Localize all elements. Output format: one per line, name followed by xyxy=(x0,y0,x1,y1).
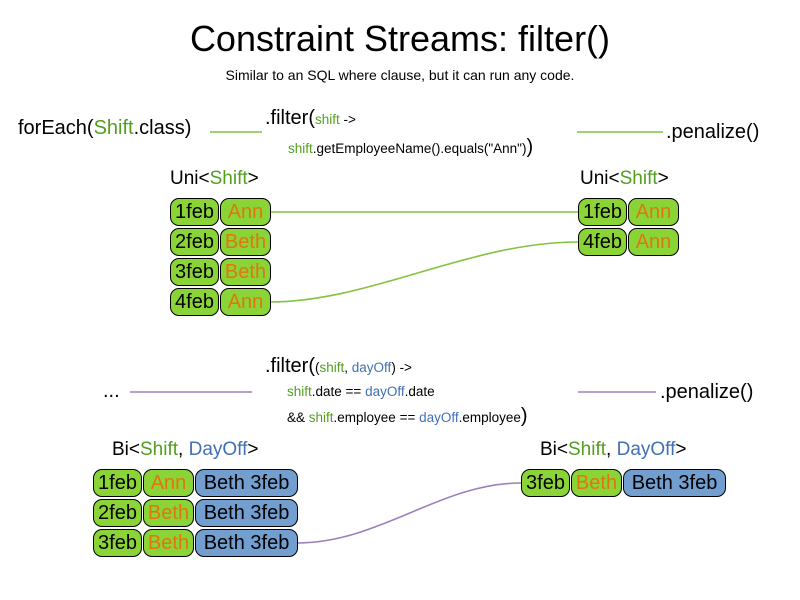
code-token: .getEmployeeName().equals("Ann") xyxy=(312,141,527,156)
table-cell: Ann xyxy=(143,469,194,497)
code-foreach: forEach(Shift.class) xyxy=(18,117,191,140)
code-token: dayOff xyxy=(419,410,459,425)
code-token: Shift xyxy=(93,117,134,139)
code-token: dayOff xyxy=(351,360,392,375)
code-token: > xyxy=(657,168,669,189)
code-token: Uni< xyxy=(170,168,210,189)
code-filter2-line1: .filter((shift, dayOff) -> xyxy=(265,355,412,378)
code-token: Shift xyxy=(140,439,179,460)
code-filter2-line2: shift.date == dayOff.date xyxy=(287,384,435,399)
table-cell: Ann xyxy=(220,198,271,226)
table-cell: Beth xyxy=(220,258,271,286)
code-ellipsis: ... xyxy=(103,380,120,402)
table-cell: 2feb xyxy=(93,499,142,527)
code-token: .class) xyxy=(133,117,192,139)
table-cell: Beth 3feb xyxy=(195,469,298,497)
code-token: Shift xyxy=(209,168,248,189)
code-token: -> xyxy=(339,112,356,127)
code-token: .date xyxy=(404,384,435,399)
code-penalize-mid: .penalize() xyxy=(660,381,754,403)
code-token: ) xyxy=(526,136,534,158)
code-token: ( xyxy=(315,360,320,375)
table-cell: Ann xyxy=(220,288,271,316)
table-cell: 1feb xyxy=(93,469,142,497)
code-token: dayOff xyxy=(365,384,405,399)
code-token: && xyxy=(287,410,309,425)
table-cell: Beth xyxy=(143,529,194,557)
code-token: forEach( xyxy=(18,117,94,139)
table-cell: 4feb xyxy=(170,288,219,316)
table-cell: Beth 3feb xyxy=(195,499,298,527)
slide-title: Constraint Streams: filter() xyxy=(189,18,611,59)
slide-subtitle: Similar to an SQL where clause, but it c… xyxy=(225,67,575,83)
code-token: .employee xyxy=(458,410,521,425)
table-cell: Beth xyxy=(571,469,622,497)
code-token: shift xyxy=(287,384,312,399)
table-cell: 1feb xyxy=(578,198,627,226)
code-filter1-line2: shift.getEmployeeName().equals("Ann")) xyxy=(288,136,533,159)
table-cell: Beth xyxy=(220,228,271,256)
table-cell: 1feb xyxy=(170,198,219,226)
code-token: shift xyxy=(288,141,313,156)
code-filter1-line1: .filter(shift -> xyxy=(265,107,356,130)
code-token: DayOff xyxy=(616,439,676,460)
code-token: shift xyxy=(319,360,345,375)
code-token: shift xyxy=(315,112,340,127)
table-cell: 3feb xyxy=(93,529,142,557)
code-token: -> xyxy=(395,360,412,375)
code-token: , xyxy=(606,439,617,460)
table-cell: Beth 3feb xyxy=(623,469,726,497)
table-cell: Beth xyxy=(143,499,194,527)
table-cell: 3feb xyxy=(521,469,570,497)
code-token: shift xyxy=(308,410,334,425)
code-token: > xyxy=(247,439,259,460)
code-token: > xyxy=(675,439,687,460)
table-cell: 3feb xyxy=(170,258,219,286)
code-token: ) xyxy=(391,360,396,375)
table-cell: Ann xyxy=(628,198,679,226)
code-token: , xyxy=(178,439,189,460)
label-bi-shift-dayoff-right: Bi<Shift, DayOff> xyxy=(540,439,686,461)
code-token: .employee == xyxy=(333,410,420,425)
table-cell: Beth 3feb xyxy=(195,529,298,557)
code-token: Bi< xyxy=(112,439,140,460)
connector-row-3feb-beth xyxy=(296,482,522,544)
label-bi-shift-dayoff-left: Bi<Shift, DayOff> xyxy=(112,439,258,461)
code-token: > xyxy=(247,168,259,189)
code-token: Shift xyxy=(568,439,607,460)
label-uni-shift-right: Uni<Shift> xyxy=(580,168,669,190)
code-token: Uni< xyxy=(580,168,620,189)
code-token: Bi< xyxy=(540,439,568,460)
table-cell: 2feb xyxy=(170,228,219,256)
label-uni-shift-left: Uni<Shift> xyxy=(170,168,259,190)
code-token: .filter( xyxy=(265,107,315,129)
code-token: ) xyxy=(520,405,528,427)
code-token: , xyxy=(344,360,352,375)
table-cell: Ann xyxy=(628,228,679,256)
connector-row-4feb-ann xyxy=(269,241,579,303)
code-token: .filter( xyxy=(265,355,315,377)
code-penalize-top: .penalize() xyxy=(666,121,760,143)
table-cell: 4feb xyxy=(578,228,627,256)
code-token: .date == xyxy=(311,384,366,399)
code-token: Shift xyxy=(619,168,658,189)
code-token: DayOff xyxy=(188,439,248,460)
code-filter2-line3: && shift.employee == dayOff.employee) xyxy=(287,405,528,428)
